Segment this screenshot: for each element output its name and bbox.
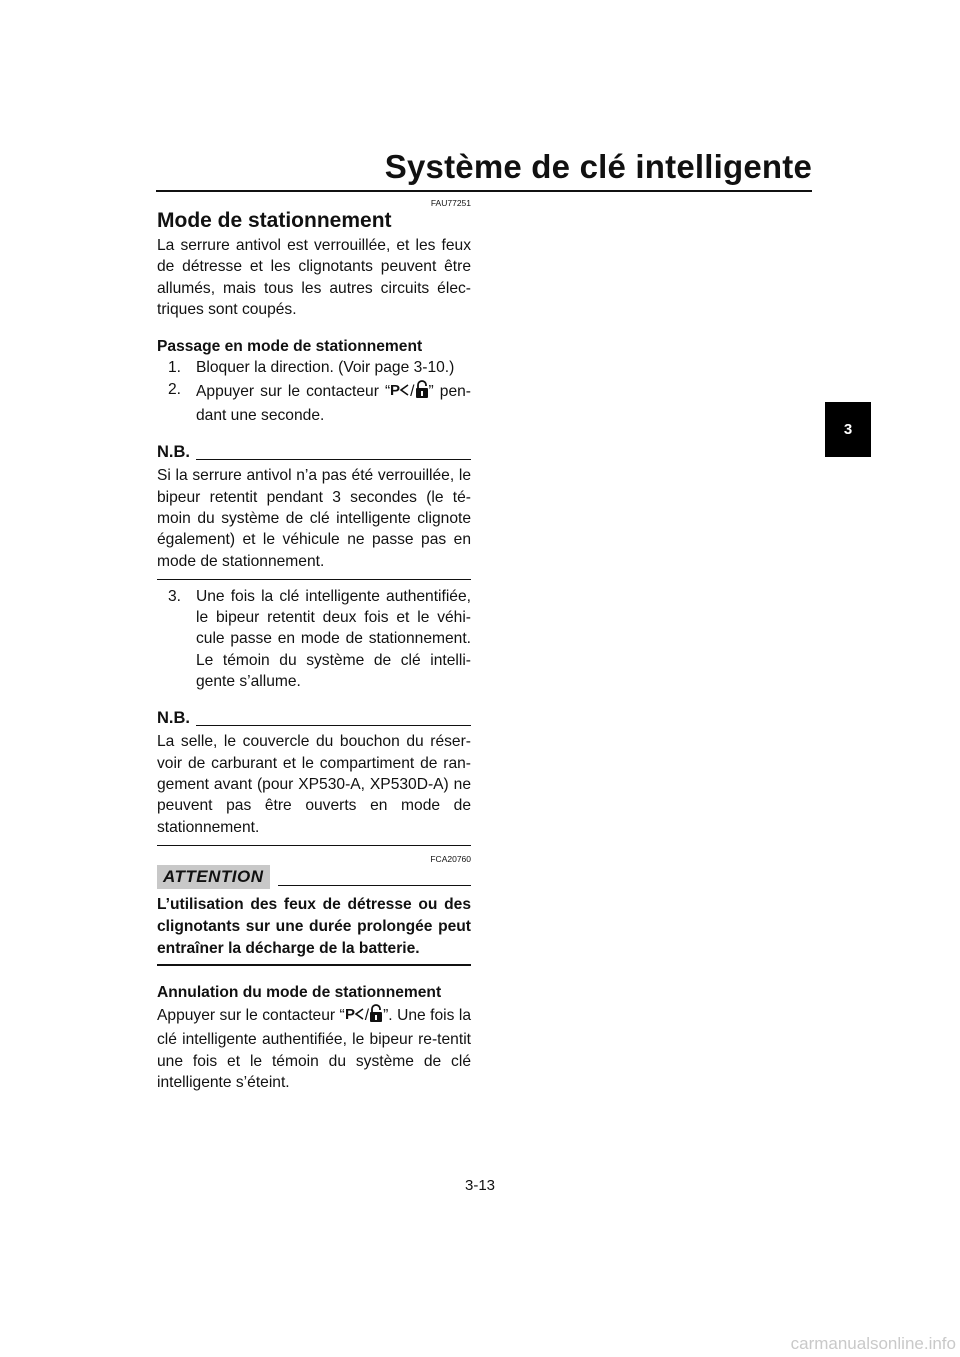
note-label: N.B.	[157, 443, 190, 462]
step-text-before: Appuyer sur le contacteur “	[196, 382, 391, 400]
step-number: 3.	[167, 587, 181, 605]
caution-rule	[277, 884, 471, 886]
caution-label: ATTENTION	[157, 864, 270, 889]
cancel-heading: Annulation du mode de stationnement	[157, 983, 442, 1001]
section-code: FAU77251	[430, 198, 471, 208]
note-block: N.B. Si la serrure antivol n’a pas été v…	[157, 441, 471, 580]
step-text: Une fois la clé intelligente authentifié…	[196, 587, 471, 691]
cancel-text-after: ”. Une fois la clé intelligente authenti…	[157, 1007, 471, 1092]
caution-header: ATTENTION	[157, 864, 471, 889]
step-number: 2.	[167, 380, 181, 398]
parking-key-icon: P	[345, 1005, 365, 1029]
svg-text:P: P	[390, 382, 400, 399]
note-header: N.B.	[157, 707, 471, 729]
page-header: Système de clé intelligente	[156, 148, 812, 192]
note-rule	[196, 725, 471, 727]
step-text-after: ” pen-dant une seconde.	[196, 382, 471, 425]
main-column: FAU77251 Mode de stationnement La serrur…	[157, 198, 471, 1093]
note-label: N.B.	[157, 709, 190, 728]
cancel-text-before: Appuyer sur le contacteur “	[157, 1007, 345, 1025]
step-number: 1.	[167, 359, 181, 377]
page-title: Système de clé intelligente	[384, 148, 812, 185]
cancel-paragraph: Appuyer sur le contacteur “P/”. Une fois…	[157, 1003, 471, 1093]
watermark: carmanualsonline.info	[790, 1334, 956, 1353]
note-text: Si la serrure antivol n’a pas été verrou…	[157, 465, 471, 580]
svg-text:P: P	[345, 1006, 355, 1023]
caution-code: FCA20760	[430, 853, 471, 864]
page-number: 3-13	[464, 1177, 496, 1194]
parking-key-icon: P	[390, 381, 410, 405]
chapter-tab: 3	[825, 402, 871, 457]
step-item: 2. Appuyer sur le contacteur “P/” pen-da…	[157, 379, 471, 427]
lock-icon	[415, 379, 429, 405]
step-item: 3. Une fois la clé intelligente authenti…	[157, 586, 471, 692]
step-item: 1. Bloquer la direction. (Voir page 3-10…	[157, 357, 471, 378]
intro-paragraph: La serrure antivol est verrouillée, et l…	[157, 237, 471, 318]
step-text: Bloquer la direction. (Voir page 3-10.)	[196, 359, 455, 377]
note-text: La selle, le couvercle du bouchon du rés…	[157, 731, 471, 846]
section-title: Mode de stationnement	[157, 209, 392, 232]
activation-heading: Passage en mode de stationnement	[157, 338, 423, 356]
note-header: N.B.	[157, 441, 471, 463]
lock-icon	[369, 1003, 383, 1029]
note-block: N.B. La selle, le couvercle du bouchon d…	[157, 707, 471, 846]
caution-text: L’utilisation des feux de détresse ou de…	[157, 894, 471, 966]
note-rule	[196, 459, 471, 461]
